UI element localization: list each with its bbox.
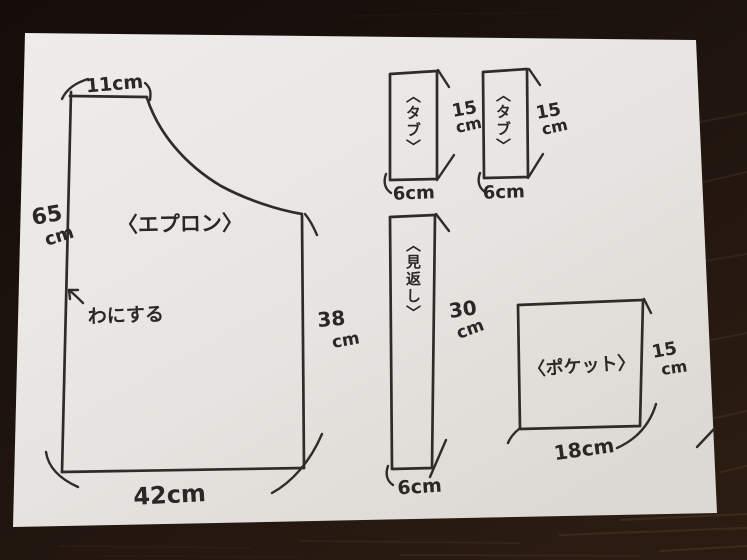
tab1-height-value: 15 (450, 97, 478, 122)
tab1-width-label: 6cm (392, 182, 435, 204)
apron-top-dim-left-swash (60, 77, 90, 101)
apron-left-height-value: 65 (30, 201, 65, 231)
tab2-width-label: 6cm (482, 181, 525, 203)
tab1-label: 〈タブ〉 (404, 88, 422, 156)
tab1-bottom-right-swash (435, 153, 456, 182)
pocket-right-edge-tick (695, 427, 716, 449)
apron-bottom-dim-right-swash (270, 432, 324, 495)
facing-top-right-tick (434, 212, 451, 233)
tab2-label: 〈タブ〉 (494, 87, 512, 155)
apron-top-width-label: 11cm (85, 71, 144, 98)
apron-neckline-curve (145, 96, 304, 216)
apron-bottom-dim-left-swash (44, 450, 80, 489)
apron-bottom-width-label: 42cm (133, 479, 207, 511)
apron-right-height-value: 38 (316, 306, 346, 332)
tab2-height-value: 15 (534, 99, 562, 124)
pocket-height-unit: cm (660, 357, 689, 379)
tab1-top-right-tick (436, 68, 451, 89)
tab2-bottom-right-swash (526, 152, 545, 180)
fold-arrow (67, 288, 85, 305)
pocket-outline (516, 298, 645, 431)
apron-right-edge (300, 214, 306, 470)
facing-label: 〈見返し〉 (404, 237, 422, 322)
fold-note-label: わにする (87, 303, 164, 328)
tab-piece-2: 〈タブ〉 15 cm 6cm (477, 67, 569, 204)
tab2-bottom-left-swash (477, 171, 487, 194)
pocket-bottom-left-tick (506, 427, 521, 445)
tab2-top-right-tick (527, 67, 542, 87)
pocket-height-value: 15 (650, 338, 678, 363)
apron-left-edge (60, 90, 73, 474)
pocket-top-right-tick (642, 297, 653, 315)
facing-bottom-right-tick (428, 438, 448, 479)
facing-bottom-left-swash (385, 464, 395, 487)
apron-right-height-unit: cm (330, 328, 361, 353)
pocket-bottom-right-swash (615, 402, 658, 450)
wood-grain (59, 11, 747, 558)
tab1-bottom-left-swash (383, 172, 393, 195)
apron-piece: 11cm 65 cm 〈エプロン〉 わにする 38 cm 42cm (30, 71, 362, 511)
apron-label: 〈エプロン〉 (117, 211, 243, 237)
apron-corner-tick (303, 212, 319, 237)
facing-height-value: 30 (447, 295, 478, 323)
tab-piece-1: 〈タブ〉 15 cm 6cm (383, 68, 483, 205)
facing-width-label: 6cm (397, 474, 443, 499)
apron-top-dim-right-tick (143, 81, 152, 102)
apron-top-edge (68, 94, 149, 99)
facing-outline (388, 213, 437, 471)
apron-bottom-edge (60, 466, 306, 474)
